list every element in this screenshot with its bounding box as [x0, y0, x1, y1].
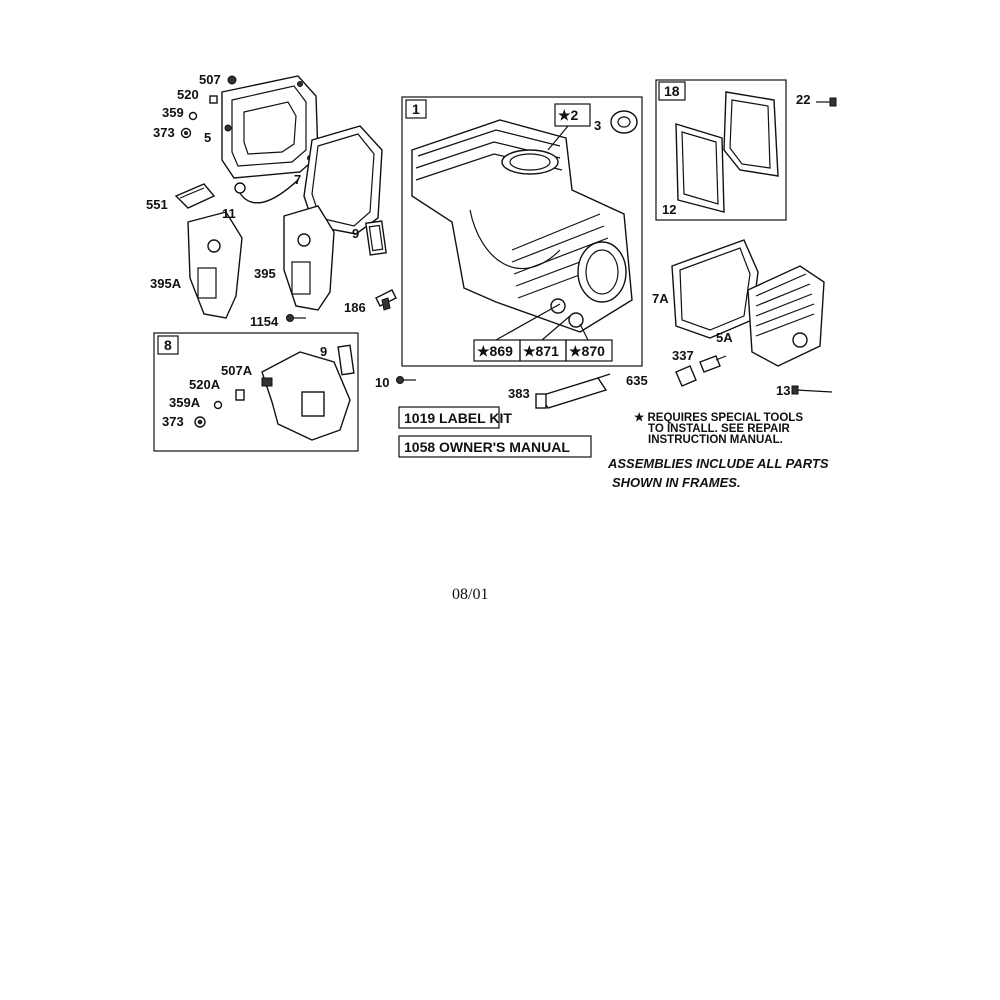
label-5a: 5A	[716, 330, 733, 345]
spark-plug-part-337	[699, 355, 727, 373]
label-186: 186	[344, 300, 366, 315]
frame-8-number: 8	[164, 337, 172, 353]
label-7a: 7A	[652, 291, 669, 306]
label-3: 3	[594, 118, 601, 133]
breather-part-551	[174, 183, 216, 209]
frame-18: 18	[655, 79, 787, 221]
head-bolt-part-13	[791, 385, 833, 395]
baffle-part-395	[283, 205, 335, 311]
note-assemblies-line1: ASSEMBLIES INCLUDE ALL PARTS	[607, 456, 829, 471]
frame-18-number: 18	[664, 83, 680, 99]
label-551: 551	[146, 197, 168, 212]
label-359: 359	[162, 105, 184, 120]
label-12: 12	[662, 202, 676, 217]
label-11: 11	[222, 206, 236, 221]
frame-1: 1	[401, 96, 643, 367]
label-7: 7	[294, 172, 301, 187]
label-9-frame8: 9	[320, 344, 327, 359]
label-359a: 359A	[169, 395, 201, 410]
screw-part-10	[396, 376, 416, 384]
label-10: 10	[375, 375, 389, 390]
label-373: 373	[153, 125, 175, 140]
label-13: 13	[776, 383, 790, 398]
label-22: 22	[796, 92, 810, 107]
label-869: ★869	[477, 343, 513, 359]
callout-row-869-871-870	[473, 303, 613, 362]
label-395: 395	[254, 266, 276, 281]
owners-manual-text: 1058 OWNER'S MANUAL	[404, 439, 570, 455]
valve-cover-part	[723, 91, 779, 177]
note-special-tools-line3: INSTRUCTION MANUAL.	[648, 434, 783, 446]
label-5: 5	[204, 130, 211, 145]
crankcase-cover-part	[221, 75, 319, 179]
label-337: 337	[672, 348, 694, 363]
label-373-frame8: 373	[162, 414, 184, 429]
callout-2: ★2	[547, 103, 591, 151]
revision-date: 08/01	[452, 586, 488, 603]
bolt-part-22	[816, 97, 837, 107]
head-gasket-part-7a	[671, 239, 759, 339]
label-1154: 1154	[250, 314, 279, 329]
label-870: ★870	[569, 343, 605, 359]
cylinder-head-part-5a	[747, 265, 825, 367]
breather-tube-part-11	[234, 179, 299, 204]
label-871: ★871	[523, 343, 559, 359]
label-507: 507	[199, 72, 221, 87]
fitting-part-186	[375, 289, 397, 311]
muffler-part-383	[535, 373, 611, 409]
gasket-part-9	[365, 220, 387, 256]
frame-1-number: 1	[412, 101, 420, 117]
label-2: ★2	[558, 107, 579, 123]
valve-cover-gasket-part-12	[675, 123, 725, 213]
label-635: 635	[626, 373, 648, 388]
owners-manual-box: 1058 OWNER'S MANUAL	[398, 435, 592, 458]
frame-8: 8	[153, 332, 359, 452]
engine-block-part	[411, 119, 633, 333]
label-520a: 520A	[189, 377, 221, 392]
note-special-tools-line2: TO INSTALL. SEE REPAIR	[648, 423, 791, 435]
label-520: 520	[177, 87, 199, 102]
oil-seal-part-3	[610, 110, 638, 134]
elbow-part-635	[675, 365, 697, 387]
label-kit-box: 1019 LABEL KIT	[398, 406, 512, 429]
label-507a: 507A	[221, 363, 253, 378]
label-383: 383	[508, 386, 530, 401]
small-fasteners-part	[180, 75, 237, 139]
label-9: 9	[352, 226, 359, 241]
note-special-tools-line1: ★ REQUIRES SPECIAL TOOLS	[634, 411, 803, 424]
baffle-part-395a	[187, 211, 243, 319]
note-assemblies-line2: SHOWN IN FRAMES.	[612, 475, 741, 490]
screw-part-1154	[286, 314, 306, 322]
label-395a: 395A	[150, 276, 182, 291]
label-kit-text: 1019 LABEL KIT	[404, 410, 512, 426]
